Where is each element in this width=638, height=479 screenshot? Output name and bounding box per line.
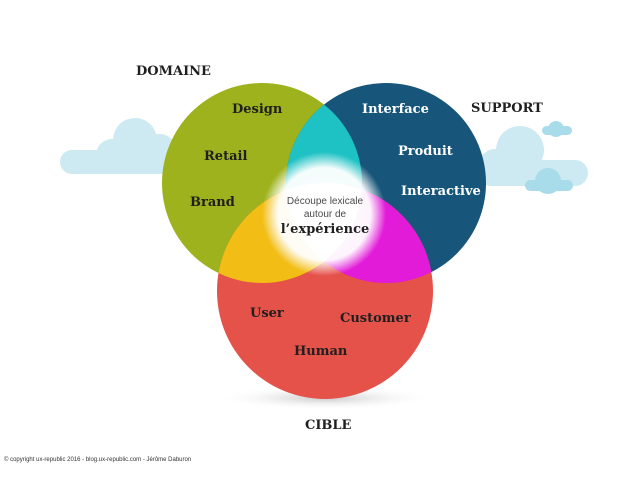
word-interactive: Interactive <box>401 184 481 199</box>
cible-title: CIBLE <box>305 418 352 433</box>
center-title: l’expérience <box>280 222 370 237</box>
word-interface: Interface <box>362 102 429 117</box>
word-design: Design <box>232 102 283 117</box>
cloud-left <box>60 118 202 174</box>
word-produit: Produit <box>398 144 453 159</box>
copyright-note: © copyright ux-republic 2016 - blog.ux-r… <box>4 457 192 463</box>
domaine-title: DOMAINE <box>136 64 211 79</box>
word-retail: Retail <box>204 149 248 164</box>
cloud-right <box>478 126 588 186</box>
support-title: SUPPORT <box>471 101 543 116</box>
center-line-1: Découpe lexicale <box>286 196 364 207</box>
word-human: Human <box>294 344 348 359</box>
cloud-right-small <box>525 121 573 194</box>
word-customer: Customer <box>340 311 411 326</box>
center-glow <box>262 152 386 276</box>
word-user: User <box>250 306 284 321</box>
center-line-2: autour de <box>303 209 347 220</box>
word-brand: Brand <box>190 195 235 210</box>
